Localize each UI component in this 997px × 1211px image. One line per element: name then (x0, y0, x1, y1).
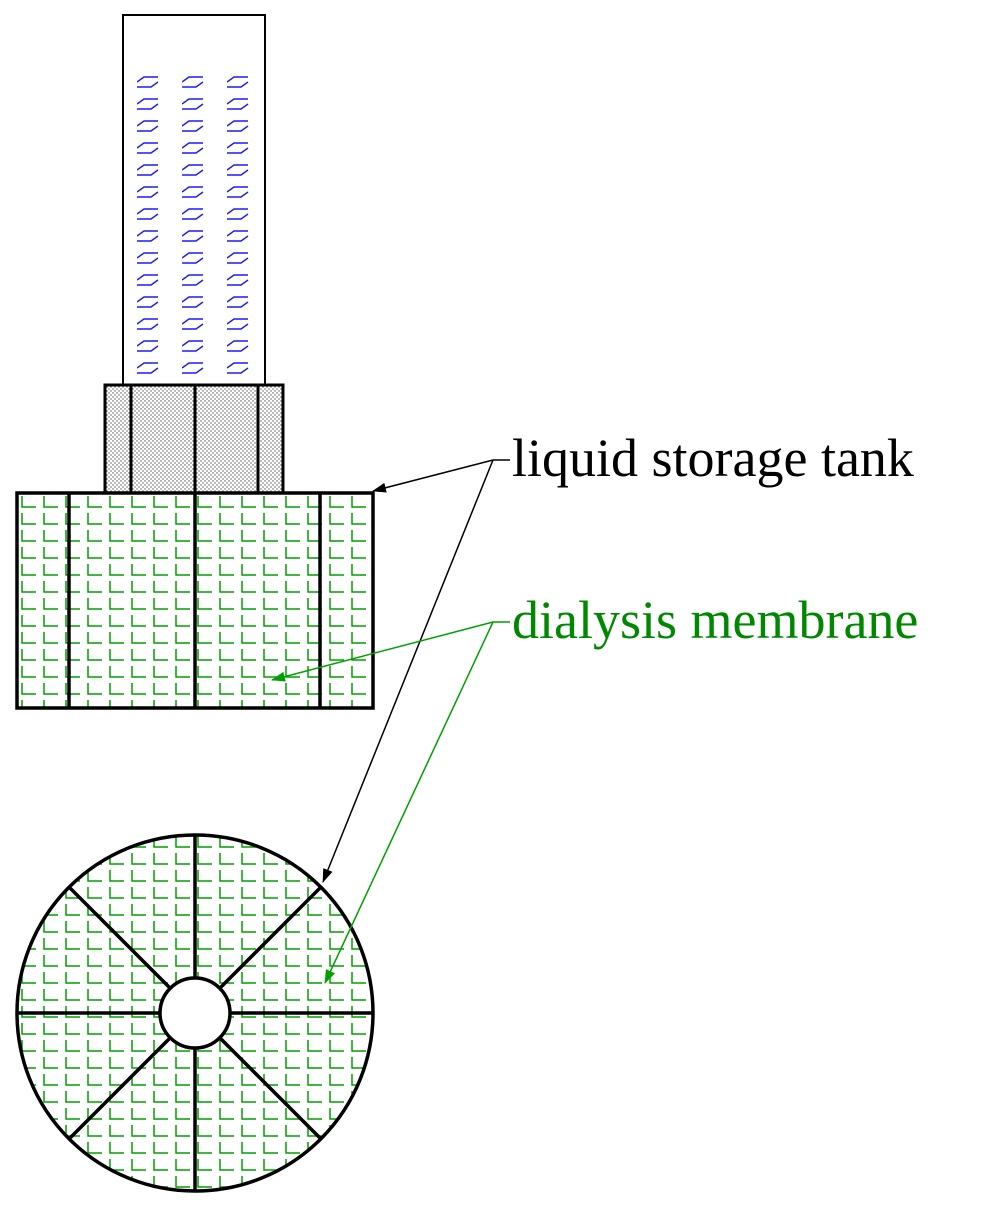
liquid-storage-tank-label: liquid storage tank (512, 428, 914, 488)
liquid-fill (137, 75, 257, 380)
liquid-column (122, 14, 266, 386)
connector-section (103, 383, 285, 495)
liquid-storage-tank-leaders (322, 459, 510, 883)
tank-cross-section (15, 833, 375, 1193)
dialysis-membrane-leaders (271, 621, 510, 984)
dialysis-membrane-label: dialysis membrane (512, 590, 918, 650)
center-hole (158, 976, 232, 1050)
liquid-storage-tank-side-view (15, 491, 375, 710)
